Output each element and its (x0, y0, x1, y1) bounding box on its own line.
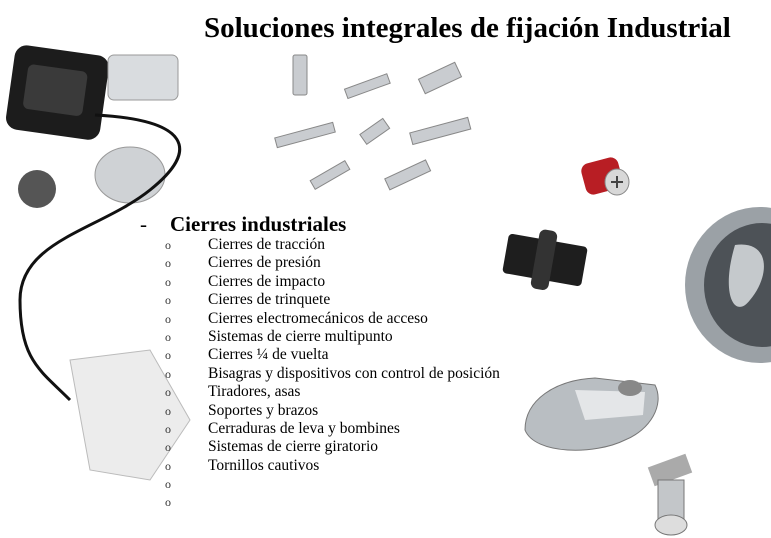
draw-latches-image (274, 54, 472, 191)
list-item-text: Cierres electromecánicos de acceso (208, 309, 428, 327)
list-item: o Cierres electromecánicos de acceso (165, 310, 500, 328)
list-item-empty: o (165, 475, 500, 493)
bullet-icon: o (165, 440, 171, 455)
list-item: o Sistemas de cierre giratorio (165, 438, 500, 456)
list-item: o Cerraduras de leva y bombines (165, 420, 500, 438)
compression-latch-image (524, 377, 659, 451)
bullet-icon: o (165, 477, 171, 492)
bullet-icon: o (165, 274, 171, 289)
bullet-icon: o (165, 256, 171, 271)
bullet-icon: o (165, 311, 171, 326)
section-heading-text: Cierres industriales (170, 212, 347, 236)
list-item-text: Cerraduras de leva y bombines (208, 419, 400, 437)
list-item-text: Cierres de tracción (208, 236, 326, 253)
recessed-handle-image (685, 207, 771, 363)
bullet-icon: o (165, 293, 171, 308)
list-item: o Cierres de trinquete (165, 291, 500, 309)
list-item: o Soportes y brazos (165, 402, 500, 420)
list-item: o Cierres ¼ de vuelta (165, 346, 500, 364)
dash-bullet: - (140, 212, 147, 236)
list-item-text: Cierres de trinquete (208, 291, 331, 309)
list-item-text: Tornillos cautivos (208, 456, 320, 474)
bullet-icon: o (165, 329, 171, 344)
list-item-text: Cierres de impacto (208, 272, 326, 290)
hinge-image (502, 229, 588, 290)
bullet-icon: o (165, 403, 171, 418)
list-item: o Tornillos cautivos (165, 457, 500, 475)
list-item: o Cierres de presión (165, 254, 500, 272)
cable-latch-image (6, 45, 191, 481)
list-item-text: Sistemas de cierre multipunto (208, 327, 393, 345)
bullet-icon: o (165, 385, 171, 400)
bullet-icon: o (165, 458, 171, 473)
page-title: Soluciones integrales de fijación Indust… (204, 12, 731, 44)
list-item: o Cierres de impacto (165, 273, 500, 291)
bullet-icon: o (165, 495, 171, 510)
bullet-icon: o (165, 238, 171, 252)
list-item-text: Cierres de presión (208, 254, 321, 272)
list-item-empty: o (165, 493, 500, 511)
captive-screw-knob-image (581, 157, 630, 196)
list-item: o Sistemas de cierre multipunto (165, 328, 500, 346)
list-item-text: Sistemas de cierre giratorio (208, 438, 379, 456)
list-item-text: Tiradores, asas (208, 383, 301, 401)
list-item-text: Bisagras y dispositivos con control de p… (208, 364, 500, 382)
section-heading: -Cierres industriales (140, 212, 346, 237)
bullet-icon: o (165, 421, 171, 436)
list-item-text: Soportes y brazos (208, 401, 319, 419)
list-item-text: Cierres ¼ de vuelta (208, 346, 329, 364)
list-item: o Bisagras y dispositivos con control de … (165, 365, 500, 383)
bullet-icon: o (165, 366, 171, 381)
list-item: o Tiradores, asas (165, 383, 500, 401)
list-item: o Cierres de tracción (165, 236, 500, 254)
cam-lock-image (647, 453, 693, 536)
bullet-icon: o (165, 348, 171, 363)
